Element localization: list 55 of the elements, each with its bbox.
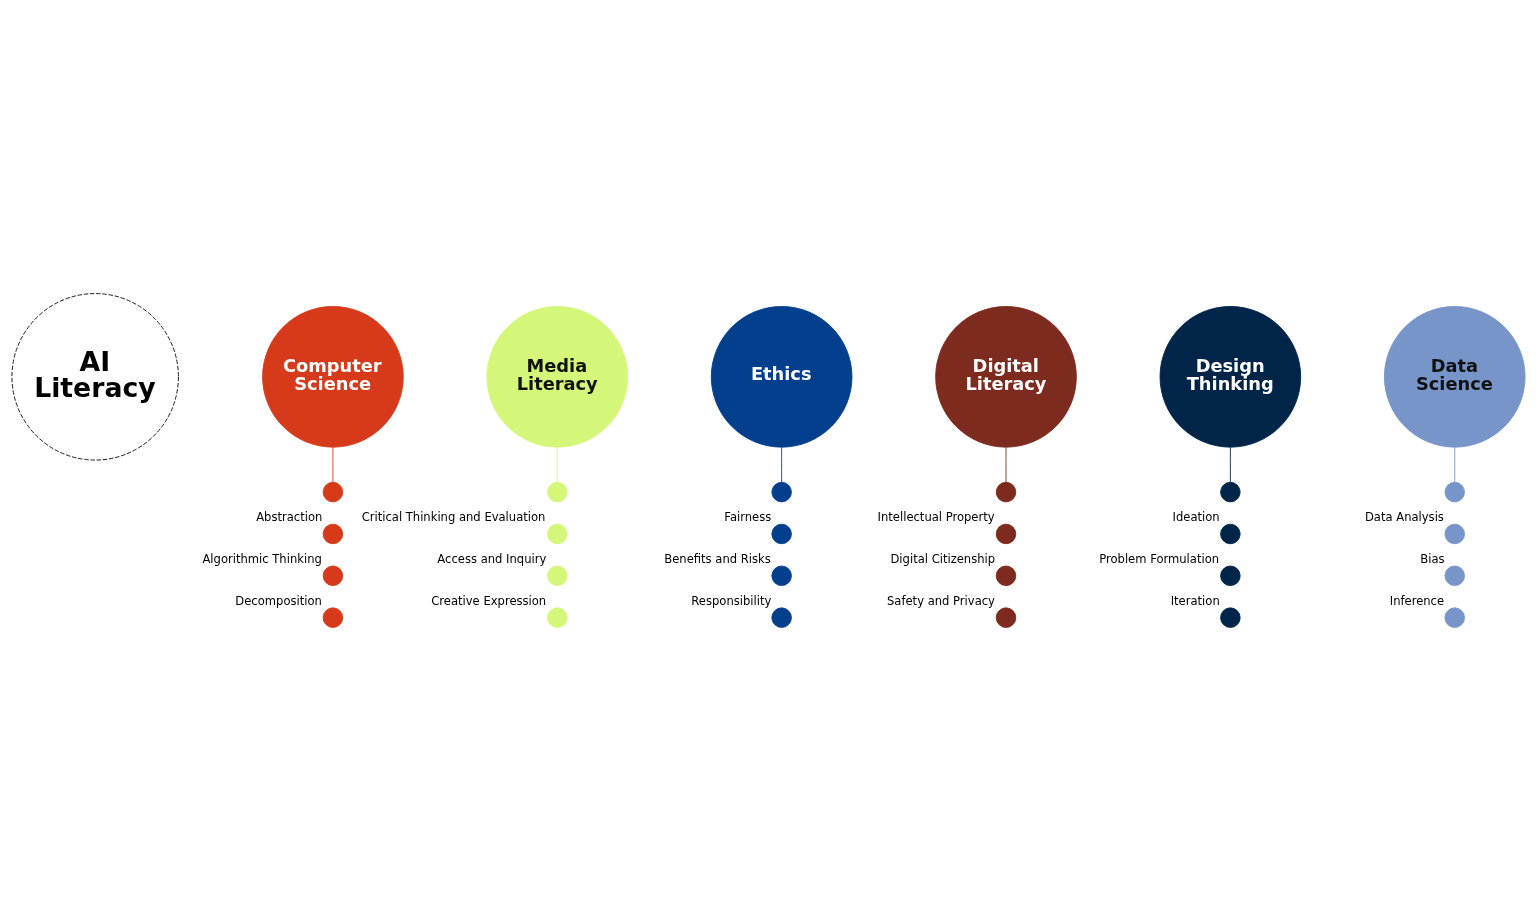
node-circle	[547, 607, 568, 628]
connector	[781, 446, 783, 483]
node-circle	[995, 607, 1017, 628]
node-label: Bias	[1420, 551, 1445, 566]
node-circle	[547, 565, 568, 587]
node-circle	[1220, 607, 1241, 628]
node-circle	[995, 481, 1017, 503]
node-circle: Data Science	[1383, 306, 1526, 448]
node-circle	[771, 523, 792, 545]
node-circle	[771, 565, 792, 587]
node-circle: Digital Literacy	[935, 306, 1077, 448]
node-label: Inference	[1389, 593, 1445, 608]
node-circle	[547, 481, 568, 503]
node-label: Abstraction	[256, 509, 323, 524]
node-circle	[995, 523, 1017, 545]
node-circle: AI Literacy	[11, 293, 179, 461]
connector	[1454, 446, 1456, 483]
node-label: Digital Citizenship	[890, 551, 996, 566]
node-label: Fairness	[724, 509, 772, 524]
connector	[332, 446, 334, 483]
node-label: Algorithmic Thinking	[202, 551, 322, 566]
node-circle	[771, 481, 792, 503]
node-circle	[1444, 523, 1465, 545]
node-label: Creative Expression	[431, 593, 547, 608]
node-circle: Ethics	[710, 306, 853, 448]
node-label: Decomposition	[235, 593, 322, 608]
connector	[1005, 446, 1007, 483]
node-label: Safety and Privacy	[887, 593, 995, 608]
node-label: Benefits and Risks	[664, 551, 771, 566]
node-circle	[322, 607, 344, 628]
node-circle: Computer Science	[262, 306, 404, 448]
node-circle	[547, 523, 568, 545]
node-circle	[322, 481, 344, 503]
node-circle	[322, 565, 344, 587]
node-label: Responsibility	[691, 593, 772, 608]
connector	[556, 446, 558, 483]
node-circle: Media Literacy	[486, 306, 629, 448]
node-label: Ideation	[1172, 509, 1220, 524]
node-circle	[322, 523, 344, 545]
connector	[1229, 446, 1231, 483]
node-circle	[771, 607, 792, 628]
node-circle: Design Thinking	[1159, 306, 1302, 448]
node-circle	[1444, 565, 1465, 587]
node-label: Problem Formulation	[1099, 551, 1220, 566]
node-label: Data Analysis	[1364, 509, 1444, 524]
node-label: Access and Inquiry	[437, 551, 547, 566]
node-label: Critical Thinking and Evaluation	[361, 509, 546, 524]
node-circle	[1220, 481, 1241, 503]
node-circle	[1444, 607, 1465, 628]
node-circle	[1220, 523, 1241, 545]
node-label: Intellectual Property	[877, 509, 995, 524]
node-label: Iteration	[1170, 593, 1220, 608]
node-circle	[995, 565, 1017, 587]
node-circle	[1220, 565, 1241, 587]
node-circle	[1444, 481, 1465, 503]
